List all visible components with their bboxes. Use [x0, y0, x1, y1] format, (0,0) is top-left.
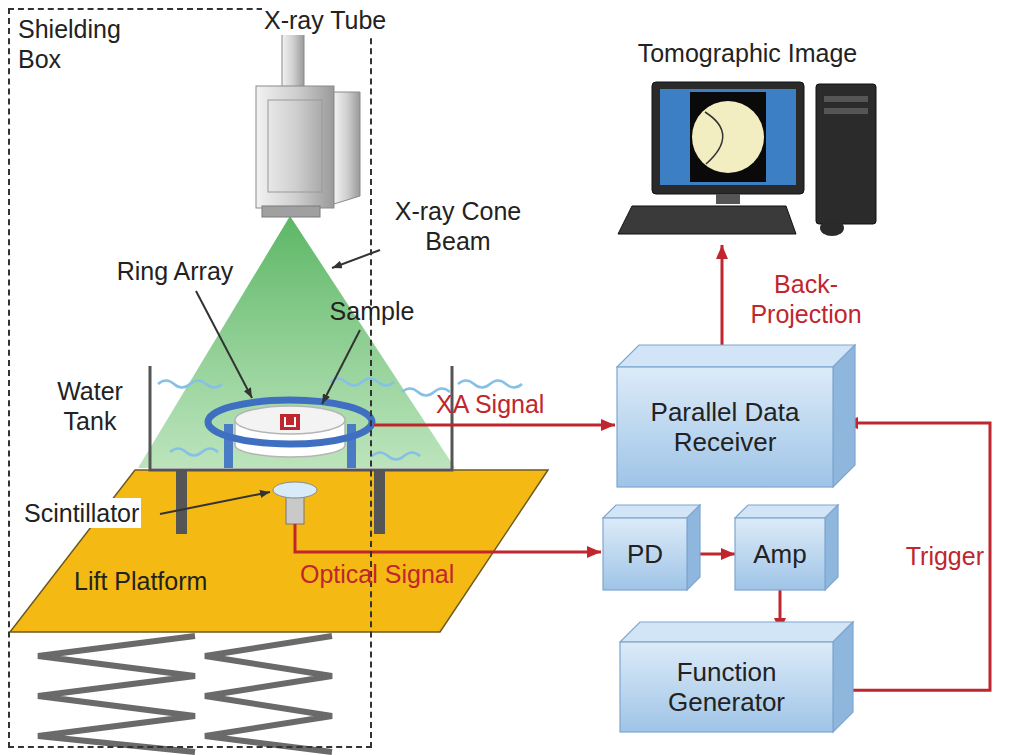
box-label: PD [619, 539, 671, 569]
box-front-face [603, 518, 687, 590]
scintillator [273, 482, 317, 524]
heading-label: Tomographic Image [610, 38, 885, 68]
text-holder: Function Generator [620, 642, 833, 732]
edge-label: Back-Projection [736, 269, 876, 329]
leader-lines [160, 250, 380, 514]
data-receiver-box: Parallel Data Receiver [617, 345, 855, 487]
signal-arrow [721, 245, 724, 356]
computer-icon [610, 38, 885, 245]
text-holder: PD [603, 518, 687, 590]
part-label: Sample [322, 296, 422, 326]
photodiode-box: PD [603, 505, 700, 590]
text-holder: Parallel Data Receiver [617, 367, 833, 487]
function-generator-box: Function Generator [620, 622, 853, 732]
sample-phantom [235, 406, 345, 457]
box-front-face [617, 367, 833, 487]
box-side-face [833, 345, 855, 487]
box-front-face [735, 518, 825, 590]
ring-array [208, 400, 372, 444]
xa-signal-wire [374, 424, 615, 427]
text-holder: Shielding Box [18, 14, 143, 74]
spring [205, 636, 332, 752]
box-top-face [620, 622, 853, 642]
xray-cone-beam [138, 216, 455, 468]
box-side-face [833, 622, 853, 732]
part-label: X-ray Cone Beam [383, 196, 533, 256]
edge-label: Trigger [890, 541, 984, 571]
part-label: Water Tank [40, 376, 140, 436]
box-label: Parallel Data Receiver [617, 397, 833, 457]
box-front-face [620, 642, 833, 732]
heading-label: Shielding Box [18, 14, 143, 74]
text-holder: Amp [735, 518, 825, 590]
ring-support [224, 424, 233, 468]
signal-label: XA Signal [436, 389, 544, 419]
computer-display: Tomographic Image [610, 38, 885, 245]
box-label: Amp [745, 539, 814, 569]
signal-label: Optical Signal [300, 559, 454, 589]
tank-leg [374, 470, 385, 534]
xray-tube [256, 32, 360, 217]
box-top-face [735, 505, 838, 518]
box-top-face [617, 345, 855, 367]
part-label: Lift Platform [74, 566, 207, 596]
water-tank [150, 366, 452, 470]
ring-support [347, 424, 356, 468]
text-holder: Tomographic Image [610, 38, 885, 68]
box-top-face [603, 505, 700, 518]
spring [38, 636, 195, 752]
tank-leg [176, 470, 187, 534]
box-side-face [687, 505, 700, 590]
box-side-face [825, 505, 838, 590]
box-label: Function Generator [620, 657, 833, 717]
part-label: Ring Array [100, 256, 250, 286]
signal-arrow [843, 423, 990, 690]
part-label: X-ray Tube [262, 5, 388, 35]
amplifier-box: Amp [735, 505, 838, 590]
optical-fiber [295, 524, 601, 552]
part-label: Scintillator [22, 498, 141, 528]
